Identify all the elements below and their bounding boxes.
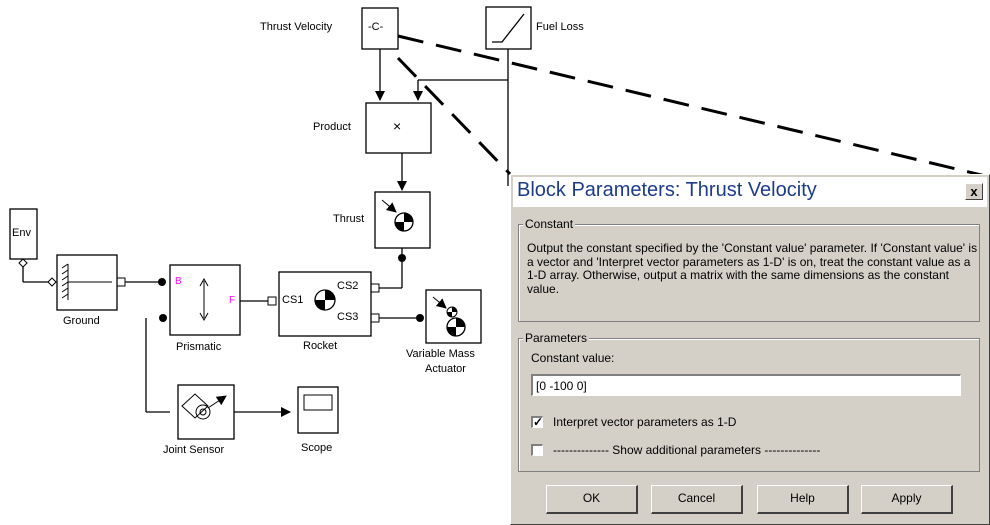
show-additional-checkbox[interactable] (531, 444, 543, 456)
cancel-button[interactable]: Cancel (651, 485, 743, 514)
prismatic-icon (199, 277, 209, 322)
fuel-loss-label: Fuel Loss (536, 21, 584, 33)
product-block[interactable] (365, 102, 432, 154)
prismatic-block[interactable] (169, 264, 241, 336)
close-button[interactable]: x (965, 183, 983, 200)
show-additional-label: -------------- Show additional parameter… (553, 443, 821, 457)
env-block[interactable] (9, 208, 38, 260)
dialog-title-bar[interactable]: Block Parameters: Thrust Velocity x (513, 177, 987, 207)
vma-icon (432, 296, 466, 337)
env-port (18, 258, 28, 268)
zoom-dashed-lines (396, 34, 990, 179)
constant-value-label: Constant value: (531, 351, 615, 365)
center-of-mass-icon (381, 199, 414, 232)
thrust-velocity-label: Thrust Velocity (260, 21, 333, 33)
rocket-cg-icon (314, 289, 336, 311)
joint-sensor-label: Joint Sensor (163, 444, 225, 456)
constant-group-title: Constant (523, 217, 576, 231)
apply-button[interactable]: Apply (861, 485, 953, 514)
product-symbol: × (393, 118, 402, 134)
dialog-title: Block Parameters: Thrust Velocity (517, 179, 817, 201)
ramp-icon (492, 13, 525, 43)
env-text: Env (12, 227, 31, 239)
vma-label-1: Variable Mass (406, 348, 475, 360)
scope-label: Scope (301, 442, 333, 454)
port-f-label: F (229, 295, 236, 306)
interpret-1d-label: Interpret vector parameters as 1-D (553, 415, 737, 429)
prismatic-label: Prismatic (176, 341, 222, 353)
port-b-label: B (175, 276, 182, 287)
interpret-1d-checkbox[interactable]: ✓ (531, 415, 544, 429)
parameters-group: Parameters Constant value: [0 -100 0] ✓ … (518, 331, 980, 472)
rocket-cs1-label: CS1 (282, 294, 304, 306)
help-button[interactable]: Help (757, 485, 849, 514)
constant-block-text: -C- (368, 21, 384, 33)
rocket-cs3-label: CS3 (337, 311, 359, 323)
rocket-cs2-label: CS2 (337, 280, 359, 292)
constant-value-input[interactable]: [0 -100 0] (531, 374, 961, 396)
block-description: Output the constant specified by the 'Co… (527, 241, 978, 296)
joint-sensor-icon (181, 393, 227, 420)
scope-icon (303, 394, 333, 411)
ok-button[interactable]: OK (546, 485, 638, 514)
block-parameters-dialog: Block Parameters: Thrust Velocity x Cons… (510, 174, 990, 525)
product-label: Product (313, 121, 351, 133)
fuel-loss-block[interactable] (485, 6, 532, 50)
ground-icon (61, 263, 112, 300)
ground-port (47, 277, 57, 287)
parameters-group-title: Parameters (523, 331, 590, 345)
ground-label: Ground (63, 315, 100, 327)
constant-group: Constant Output the constant specified b… (518, 217, 980, 322)
vma-label-2: Actuator (425, 363, 466, 375)
thrust-velocity-block[interactable] (361, 7, 399, 50)
rocket-label: Rocket (303, 340, 338, 352)
signal-lines (22, 49, 509, 417)
thrust-label: Thrust (333, 213, 365, 225)
